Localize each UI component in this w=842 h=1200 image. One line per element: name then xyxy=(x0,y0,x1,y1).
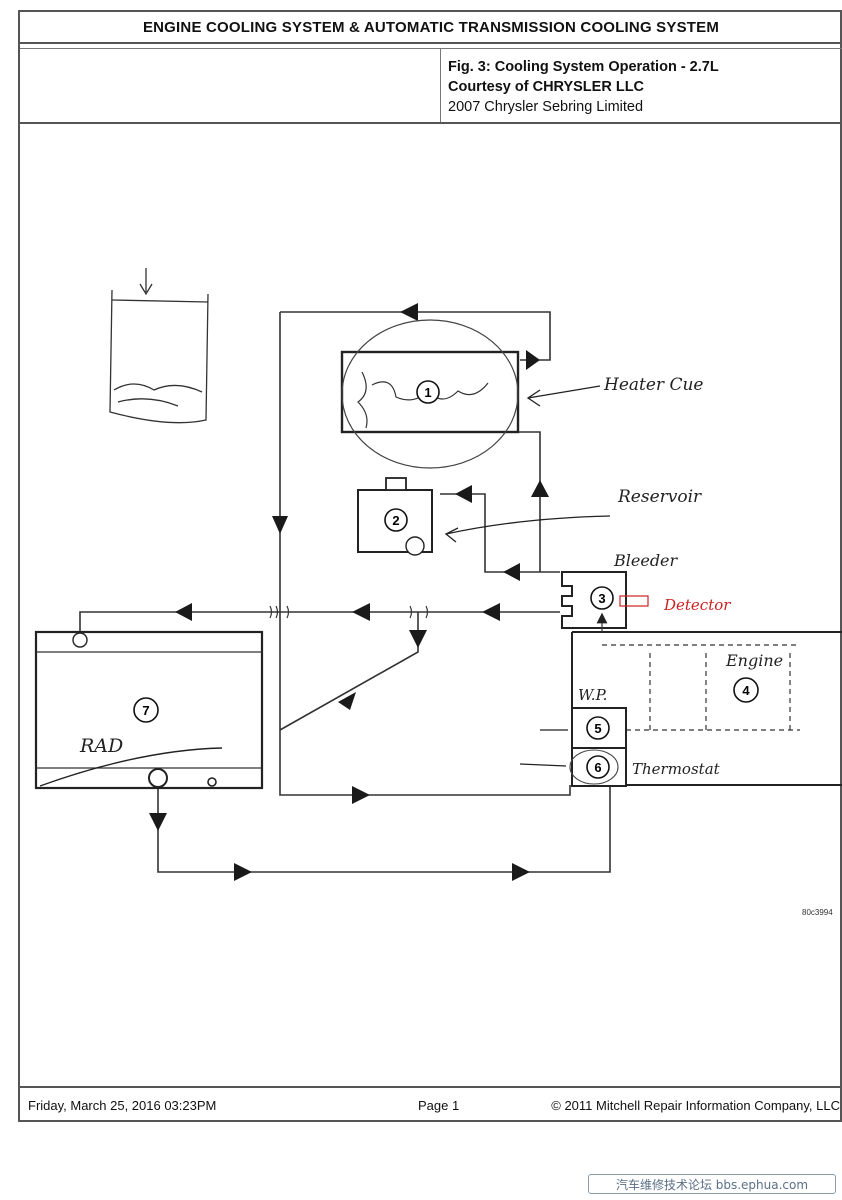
forum-watermark: 汽车维修技术论坛 bbs.ephua.com xyxy=(588,1174,836,1194)
flow-arrow xyxy=(352,786,370,804)
flow-arrow xyxy=(455,485,472,503)
thermostat-circle-sketch xyxy=(569,749,619,785)
flow-arrow xyxy=(149,813,167,831)
flow-arrow xyxy=(482,603,500,621)
page-title-text: ENGINE COOLING SYSTEM & AUTOMATIC TRANSM… xyxy=(142,18,720,36)
flow-arrow xyxy=(338,692,356,710)
heater-pointer-arrow xyxy=(526,385,601,407)
flow-arrow xyxy=(512,863,530,881)
reservoir-line xyxy=(440,493,560,573)
component-4-number: 4 xyxy=(742,683,750,698)
radiator-inlet xyxy=(72,632,88,648)
radiator-outlet xyxy=(148,768,168,788)
image-code: 80c3994 xyxy=(802,908,833,917)
figure-header: Fig. 3: Cooling System Operation - 2.7L … xyxy=(20,48,842,124)
component-5-number: 5 xyxy=(594,721,601,736)
page-title: ENGINE COOLING SYSTEM & AUTOMATIC TRANSM… xyxy=(20,12,842,44)
reservoir-outlet xyxy=(405,536,425,556)
flow-arrows xyxy=(149,303,549,881)
label-radiator: RAD xyxy=(79,735,123,757)
radiator-fill-line xyxy=(79,611,560,636)
component-4-circle xyxy=(733,677,759,703)
label-heater-core: Heater Cue xyxy=(603,375,703,395)
flow-arrow xyxy=(272,516,288,534)
crossing-mark xyxy=(286,605,290,619)
flow-arrow xyxy=(503,563,520,581)
component-6-number: 6 xyxy=(594,760,601,775)
crossing-mark xyxy=(269,605,279,619)
heater-core-circle-sketch xyxy=(341,319,519,469)
engine-flow-paths xyxy=(602,644,800,731)
label-bleeder: Bleeder xyxy=(613,551,679,570)
flow-arrow xyxy=(526,350,540,370)
flow-arrow xyxy=(175,603,192,621)
component-1-circle xyxy=(416,380,440,404)
component-2-circle xyxy=(384,508,408,532)
component-7-circle xyxy=(133,697,159,723)
figure-caption-block: Fig. 3: Cooling System Operation - 2.7L … xyxy=(448,57,719,117)
component-6-circle xyxy=(586,755,610,779)
radiator-hand-line xyxy=(39,747,223,787)
sketch-down-arrow xyxy=(139,268,153,296)
radiator-outlet-line xyxy=(157,780,611,873)
component-3-circle xyxy=(590,586,614,610)
component-7-number: 7 xyxy=(142,703,149,718)
heater-supply-line xyxy=(518,431,541,572)
reservoir-pointer-arrow xyxy=(444,515,611,543)
footer-date: Friday, March 25, 2016 03:23PM xyxy=(28,1098,217,1113)
hand-pointer-arrows xyxy=(444,385,611,767)
reservoir-cap xyxy=(385,477,407,491)
flow-arrow xyxy=(400,303,418,321)
header-divider xyxy=(440,49,441,122)
component-3-number: 3 xyxy=(598,591,605,606)
figure-courtesy: Courtesy of CHRYSLER LLC xyxy=(448,79,645,95)
label-thermostat: Thermostat xyxy=(632,760,721,778)
sketch-liquid-line xyxy=(113,383,203,407)
component-5-circle xyxy=(586,716,610,740)
detector-box xyxy=(619,595,649,607)
label-detector: Detector xyxy=(663,596,731,614)
page-footer: Friday, March 25, 2016 03:23PM Page 1 © … xyxy=(20,1086,842,1120)
thermostat-pointer xyxy=(519,763,567,767)
component-2-number: 2 xyxy=(392,513,399,528)
footer-copyright: © 2011 Mitchell Repair Information Compa… xyxy=(551,1098,840,1113)
label-reservoir: Reservoir xyxy=(617,487,702,507)
figure-caption: Fig. 3: Cooling System Operation - 2.7L xyxy=(448,59,719,75)
component-1-number: 1 xyxy=(424,385,431,400)
flow-arrow xyxy=(352,603,370,621)
page-frame xyxy=(18,10,842,1122)
label-water-pump: W.P. xyxy=(578,686,607,704)
crossing-mark xyxy=(409,605,429,619)
footer-page-number: Page 1 xyxy=(418,1098,460,1113)
line-crossings xyxy=(269,605,429,619)
sketch-outline xyxy=(109,289,209,424)
figure-vehicle: 2007 Chrysler Sebring Limited xyxy=(448,99,644,115)
sketch-top-line xyxy=(111,299,209,303)
radiator-drain xyxy=(207,777,217,787)
label-engine: Engine xyxy=(725,651,783,670)
flow-arrow xyxy=(234,863,252,881)
bypass-line xyxy=(279,312,571,796)
flow-arrow xyxy=(531,480,549,497)
manifold-branch-line xyxy=(279,612,419,731)
flow-arrow xyxy=(409,630,427,648)
hand-sketch-reservoir-level xyxy=(109,268,209,424)
watermark-text: 汽车维修技术论坛 bbs.ephua.com xyxy=(615,1177,809,1192)
